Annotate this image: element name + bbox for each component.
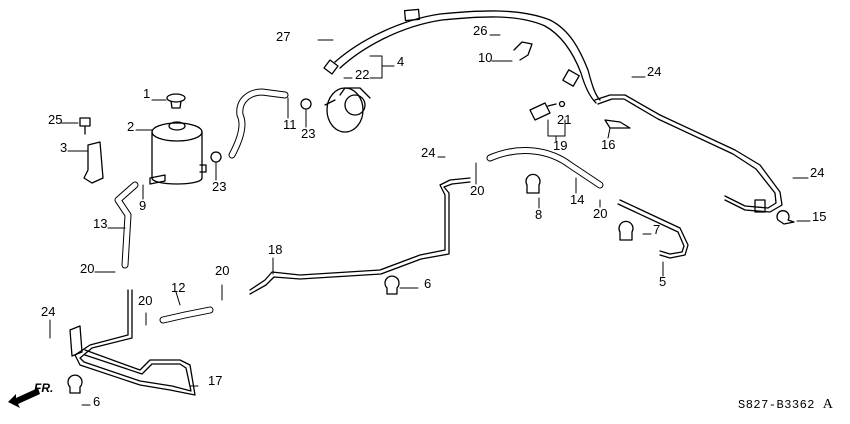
callout-label-20: 20 xyxy=(215,263,230,278)
callout-label-13: 13 xyxy=(93,216,108,231)
reservoir xyxy=(149,121,207,185)
callout-label-21: 21 xyxy=(557,112,572,127)
callout-label-25: 25 xyxy=(48,112,63,127)
callout-label-24: 24 xyxy=(421,145,436,160)
callout-label-24: 24 xyxy=(41,304,56,319)
callout-label-8: 8 xyxy=(535,207,543,222)
bolt xyxy=(79,117,91,135)
callout-label-27: 27 xyxy=(276,29,291,44)
callout-label-19: 19 xyxy=(553,138,568,153)
front-arrow-icon xyxy=(8,388,40,408)
callout-label-14: 14 xyxy=(570,192,585,207)
callout-label-9: 9 xyxy=(139,198,147,213)
callout-label-5: 5 xyxy=(659,274,667,289)
bracket xyxy=(83,141,104,184)
callout-label-18: 18 xyxy=(268,242,283,257)
callout-label-24: 24 xyxy=(647,64,662,79)
callout-label-20: 20 xyxy=(80,261,95,276)
callout-label-23: 23 xyxy=(212,179,227,194)
diagram-code-suffix: A xyxy=(822,397,834,412)
callout-label-3: 3 xyxy=(60,140,68,155)
callout-label-22: 22 xyxy=(355,67,370,82)
callout-label-17: 17 xyxy=(208,373,223,388)
callout-label-12: 12 xyxy=(171,280,186,295)
diagram-code: S827-B3362 A xyxy=(738,397,833,413)
callout-label-2: 2 xyxy=(127,119,135,134)
callout-label-24: 24 xyxy=(810,165,825,180)
callout-label-6: 6 xyxy=(93,394,101,409)
high-pressure-hose xyxy=(323,8,601,104)
reservoir-cap xyxy=(166,93,186,109)
pipe-5 xyxy=(619,199,689,259)
callout-label-11: 11 xyxy=(283,117,297,132)
callout-label-15: 15 xyxy=(812,209,827,224)
callout-label-4: 4 xyxy=(397,54,405,69)
return-pipe-18 xyxy=(249,177,471,291)
callout-label-20: 20 xyxy=(470,183,485,198)
callout-label-20: 20 xyxy=(138,293,153,308)
hose-14 xyxy=(486,147,604,189)
callout-label-16: 16 xyxy=(601,137,616,152)
callout-label-23: 23 xyxy=(301,126,316,141)
callout-label-10: 10 xyxy=(478,50,493,65)
diagram-code-number: S827-B3362 xyxy=(738,398,816,412)
callout-label-7: 7 xyxy=(653,222,661,237)
callout-label-1: 1 xyxy=(143,86,151,101)
callout-label-20: 20 xyxy=(593,206,608,221)
front-direction-label: FR. xyxy=(34,381,54,395)
oil-cooler-pipe xyxy=(69,289,196,396)
feed-pipe xyxy=(594,94,783,213)
power-steering-pump xyxy=(324,87,371,133)
callout-label-26: 26 xyxy=(473,23,488,38)
callout-label-6: 6 xyxy=(424,276,432,291)
